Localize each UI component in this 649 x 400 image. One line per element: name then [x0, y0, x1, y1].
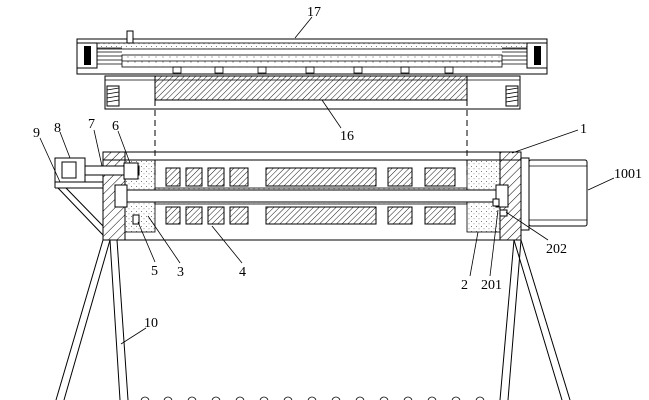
label-1001: 1001 [614, 167, 642, 182]
pressing-pad [154, 75, 468, 101]
label-7: 7 [88, 117, 95, 132]
leader-lines [39, 16, 615, 345]
label-3: 3 [177, 265, 184, 280]
pressing-pad-assembly [104, 75, 521, 110]
label-17: 17 [307, 5, 321, 20]
label-9: 9 [33, 126, 40, 141]
top-pin [126, 30, 134, 44]
part-labels: 17 16 1 1001 9 8 7 6 5 3 4 2 201 202 10 [33, 5, 642, 331]
label-6: 6 [112, 119, 119, 134]
top-press-assembly [76, 30, 548, 75]
label-5: 5 [151, 264, 158, 279]
label-16: 16 [340, 129, 354, 144]
label-8: 8 [54, 121, 61, 136]
top-frame-strip [89, 42, 531, 50]
label-1: 1 [580, 122, 587, 137]
label-202: 202 [546, 242, 567, 257]
motor [520, 157, 588, 231]
shaft [124, 189, 501, 203]
left-drive [54, 157, 140, 236]
motor-body [528, 159, 588, 227]
motor-flange [520, 157, 530, 231]
roller-assembly [102, 151, 522, 241]
piston-rod [84, 165, 140, 176]
label-201: 201 [481, 278, 502, 293]
bottom-rollers [140, 396, 485, 400]
label-4: 4 [239, 265, 246, 280]
label-2: 2 [461, 278, 468, 293]
support-legs [55, 239, 571, 400]
label-10: 10 [144, 316, 158, 331]
